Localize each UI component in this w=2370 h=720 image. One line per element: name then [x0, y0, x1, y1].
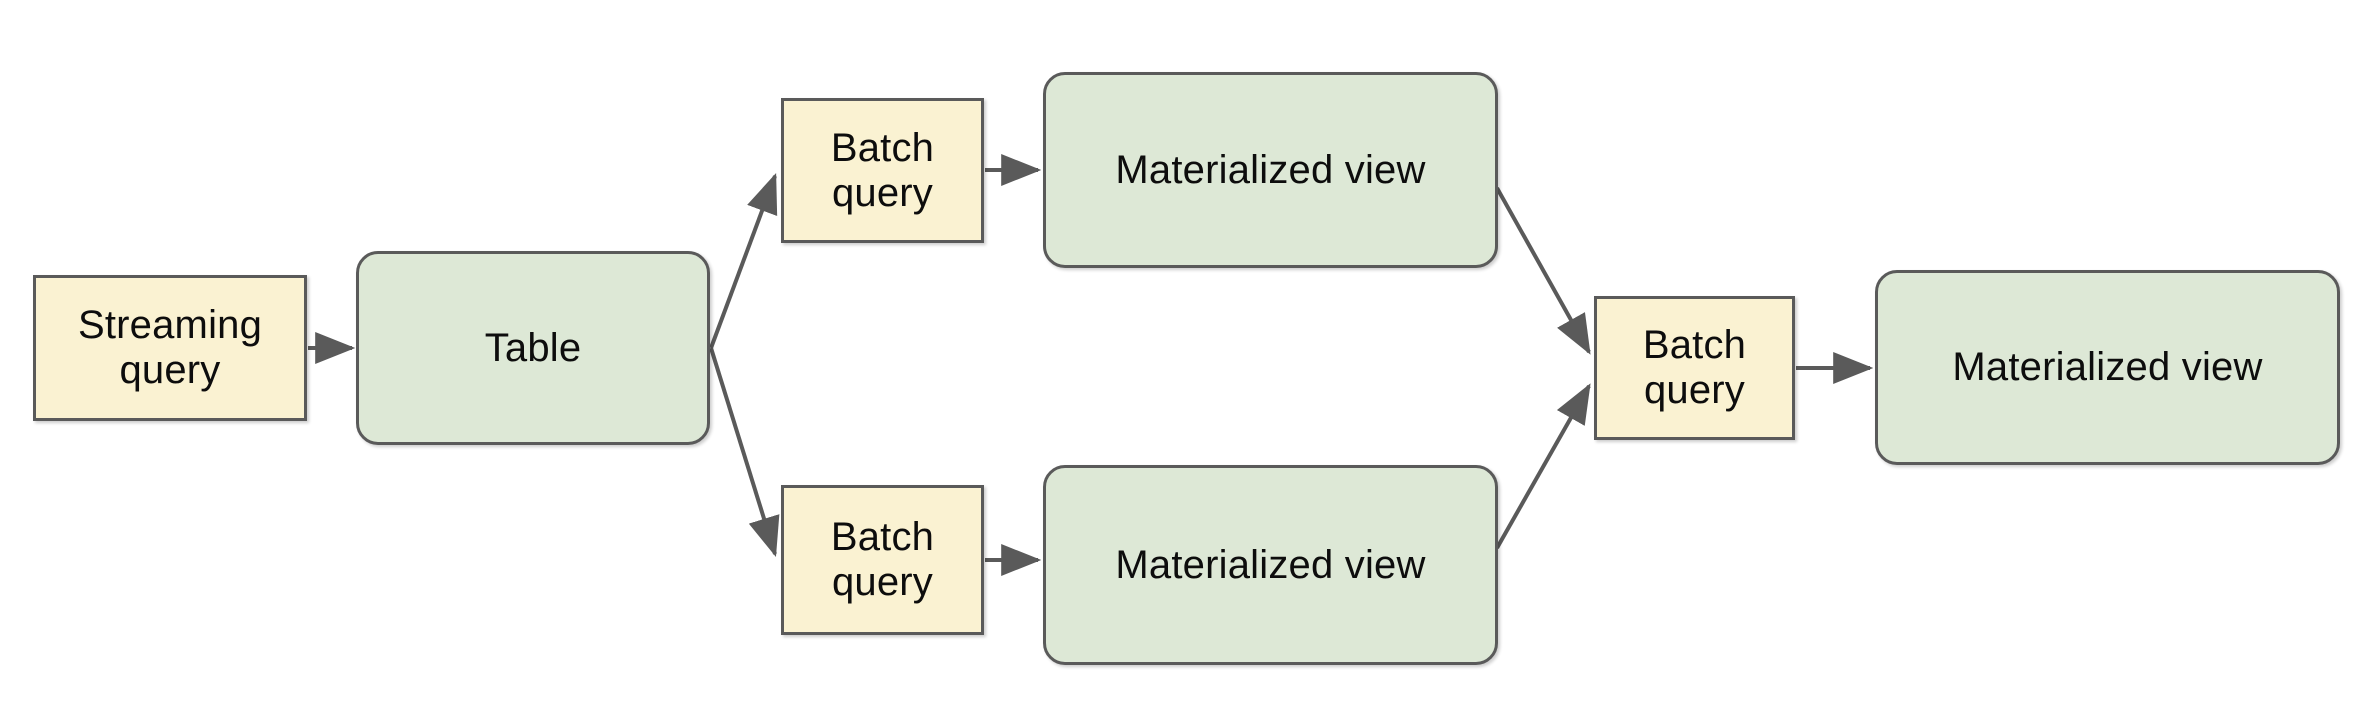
- edge-materialized-view-bottom-to-batch-query-right: [1495, 383, 1591, 549]
- node-label-materialized-view-right: Materialized view: [1952, 345, 2263, 390]
- node-materialized-view-top[interactable]: Materialized view: [1043, 72, 1498, 268]
- edge-table-to-batch-query-top: [709, 173, 778, 349]
- node-label-batch-query-bottom: Batch query: [830, 515, 935, 604]
- node-batch-query-right[interactable]: Batch query: [1594, 296, 1795, 440]
- node-label-batch-query-right: Batch query: [1642, 323, 1747, 412]
- edge-table-to-batch-query-bottom: [709, 347, 780, 558]
- node-label-table: Table: [484, 325, 582, 370]
- edge-materialized-view-top-to-batch-query-right: [1495, 187, 1591, 355]
- node-materialized-view-bottom[interactable]: Materialized view: [1043, 465, 1498, 665]
- node-batch-query-bottom[interactable]: Batch query: [781, 485, 984, 635]
- node-materialized-view-right[interactable]: Materialized view: [1875, 270, 2340, 465]
- node-label-batch-query-top: Batch query: [830, 125, 935, 215]
- node-label-materialized-view-top: Materialized view: [1115, 147, 1426, 192]
- node-batch-query-top[interactable]: Batch query: [781, 98, 984, 243]
- node-table[interactable]: Table: [356, 251, 710, 445]
- node-label-streaming-query: Streaming query: [77, 303, 263, 392]
- node-label-materialized-view-bottom: Materialized view: [1115, 542, 1426, 587]
- node-streaming-query[interactable]: Streaming query: [33, 275, 307, 421]
